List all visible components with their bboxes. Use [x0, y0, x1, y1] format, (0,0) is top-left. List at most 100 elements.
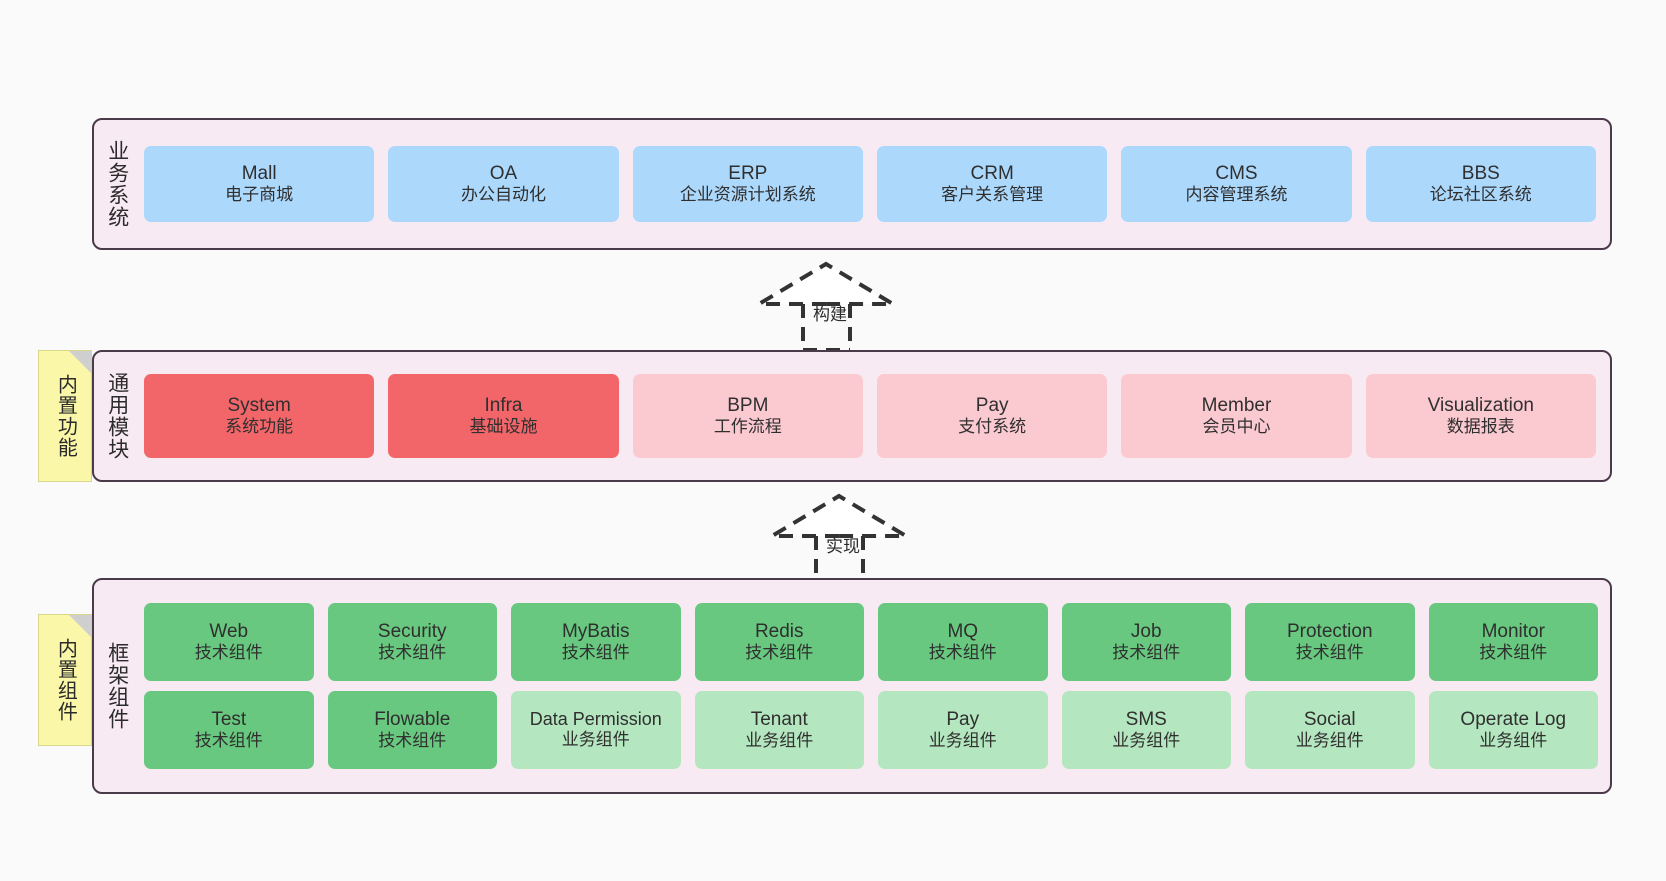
card-mq-desc: 技术组件: [928, 643, 997, 663]
card-security-name: Security: [377, 621, 447, 643]
card-social-name: Social: [1303, 709, 1356, 731]
card-mq[interactable]: MQ 技术组件: [878, 603, 1048, 681]
card-redis-name: Redis: [754, 621, 804, 643]
layer-body-framework-component: Web 技术组件 Security 技术组件 MyBatis 技术组件 Redi…: [140, 580, 1610, 792]
card-sms-desc: 业务组件: [1112, 731, 1181, 751]
card-test[interactable]: Test 技术组件: [144, 691, 314, 769]
card-protection-name: Protection: [1286, 621, 1373, 643]
card-tenant-name: Tenant: [750, 709, 808, 731]
layer-framework-component: 框架组件 Web 技术组件 Security 技术组件 MyBatis 技术组件…: [92, 578, 1612, 794]
card-mall-desc: 电子商城: [225, 185, 294, 205]
sticky-note-builtin-component-label: 内置组件: [54, 638, 77, 722]
card-pay-module-name: Pay: [975, 395, 1009, 417]
layer-title-framework-component: 框架组件: [105, 642, 129, 730]
card-protection-desc: 技术组件: [1295, 643, 1364, 663]
card-security[interactable]: Security 技术组件: [327, 603, 497, 681]
card-pay-module-desc: 支付系统: [958, 417, 1027, 437]
card-redis[interactable]: Redis 技术组件: [694, 603, 864, 681]
card-visualization-desc: 数据报表: [1446, 417, 1515, 437]
card-operate-log[interactable]: Operate Log 业务组件: [1428, 691, 1598, 769]
connector-implement: 实现: [764, 493, 918, 584]
card-erp-name: ERP: [728, 163, 768, 185]
layer-title-common-module: 通用模块: [105, 372, 129, 460]
card-tenant[interactable]: Tenant 业务组件: [694, 691, 864, 769]
card-sms-name: SMS: [1125, 709, 1167, 731]
card-bpm-name: BPM: [727, 395, 769, 417]
card-pay-component[interactable]: Pay 业务组件: [878, 691, 1048, 769]
card-social-desc: 业务组件: [1295, 731, 1364, 751]
card-sms[interactable]: SMS 业务组件: [1061, 691, 1231, 769]
sticky-note-builtin-function: 内置功能: [38, 350, 92, 482]
sticky-fold-icon: [69, 615, 91, 637]
card-bpm-desc: 工作流程: [713, 417, 782, 437]
card-bpm[interactable]: BPM 工作流程: [632, 374, 863, 458]
sticky-note-builtin-function-label: 内置功能: [54, 374, 77, 458]
card-crm[interactable]: CRM 客户关系管理: [876, 146, 1108, 222]
card-pay-component-desc: 业务组件: [928, 731, 997, 751]
layer-common-module: 通用模块 System 系统功能 Infra 基础设施 BPM 工作流程 Pay…: [92, 350, 1612, 482]
card-oa-name: OA: [489, 163, 518, 185]
card-web-name: Web: [209, 621, 249, 643]
card-data-permission-name: Data Permission: [529, 709, 662, 730]
card-flowable-desc: 技术组件: [378, 731, 447, 751]
card-pay-module[interactable]: Pay 支付系统: [876, 374, 1108, 458]
card-member-name: Member: [1201, 395, 1272, 417]
connector-build: 构建: [751, 261, 905, 352]
card-operate-log-name: Operate Log: [1460, 709, 1567, 731]
framework-biz-row: Test 技术组件 Flowable 技术组件 Data Permission …: [144, 691, 1598, 769]
card-infra-desc: 基础设施: [469, 417, 538, 437]
card-redis-desc: 技术组件: [745, 643, 814, 663]
card-mybatis-desc: 技术组件: [561, 643, 630, 663]
card-operate-log-desc: 业务组件: [1479, 731, 1548, 751]
card-protection[interactable]: Protection 技术组件: [1245, 603, 1415, 681]
card-mall[interactable]: Mall 电子商城: [144, 146, 375, 222]
sticky-fold-icon: [69, 351, 91, 373]
sticky-note-builtin-component: 内置组件: [38, 614, 92, 746]
card-job[interactable]: Job 技术组件: [1061, 603, 1231, 681]
card-infra[interactable]: Infra 基础设施: [388, 374, 619, 458]
card-flowable[interactable]: Flowable 技术组件: [327, 691, 497, 769]
card-visualization-name: Visualization: [1427, 395, 1534, 417]
card-bbs-desc: 论坛社区系统: [1429, 185, 1532, 205]
card-pay-component-name: Pay: [946, 709, 980, 731]
card-bbs-name: BBS: [1461, 163, 1500, 185]
card-data-permission-desc: 业务组件: [561, 729, 630, 749]
card-erp-desc: 企业资源计划系统: [679, 185, 816, 205]
card-social[interactable]: Social 业务组件: [1245, 691, 1415, 769]
card-test-name: Test: [211, 709, 247, 731]
card-system[interactable]: System 系统功能: [144, 374, 375, 458]
card-oa-desc: 办公自动化: [460, 185, 546, 205]
card-erp[interactable]: ERP 企业资源计划系统: [632, 146, 863, 222]
connector-implement-label: 实现: [826, 537, 860, 556]
card-crm-desc: 客户关系管理: [941, 185, 1044, 205]
card-visualization[interactable]: Visualization 数据报表: [1365, 374, 1596, 458]
card-system-desc: 系统功能: [225, 417, 294, 437]
card-security-desc: 技术组件: [378, 643, 447, 663]
card-tenant-desc: 业务组件: [745, 731, 814, 751]
card-monitor-desc: 技术组件: [1479, 643, 1548, 663]
card-infra-name: Infra: [484, 395, 523, 417]
card-bbs[interactable]: BBS 论坛社区系统: [1365, 146, 1596, 222]
layer-business-system: 业务系统 Mall 电子商城 OA 办公自动化 ERP 企业资源计划系统 CRM…: [92, 118, 1612, 250]
card-web-desc: 技术组件: [194, 643, 263, 663]
card-test-desc: 技术组件: [194, 731, 263, 751]
card-job-desc: 技术组件: [1112, 643, 1181, 663]
card-member[interactable]: Member 会员中心: [1121, 374, 1352, 458]
card-oa[interactable]: OA 办公自动化: [388, 146, 619, 222]
card-web[interactable]: Web 技术组件: [144, 603, 314, 681]
card-mybatis-name: MyBatis: [561, 621, 630, 643]
card-flowable-name: Flowable: [374, 709, 451, 731]
card-data-permission[interactable]: Data Permission 业务组件: [511, 691, 681, 769]
layer-title-business-system: 业务系统: [105, 140, 129, 228]
card-cms-name: CMS: [1215, 163, 1258, 185]
card-job-name: Job: [1130, 621, 1162, 643]
connector-build-label: 构建: [813, 305, 847, 324]
layer-body-common-module: System 系统功能 Infra 基础设施 BPM 工作流程 Pay 支付系统…: [140, 352, 1610, 480]
card-cms[interactable]: CMS 内容管理系统: [1121, 146, 1352, 222]
layer-body-business-system: Mall 电子商城 OA 办公自动化 ERP 企业资源计划系统 CRM 客户关系…: [140, 120, 1610, 248]
card-mybatis[interactable]: MyBatis 技术组件: [511, 603, 681, 681]
card-mq-name: MQ: [947, 621, 979, 643]
card-monitor[interactable]: Monitor 技术组件: [1428, 603, 1598, 681]
card-mall-name: Mall: [241, 163, 277, 185]
